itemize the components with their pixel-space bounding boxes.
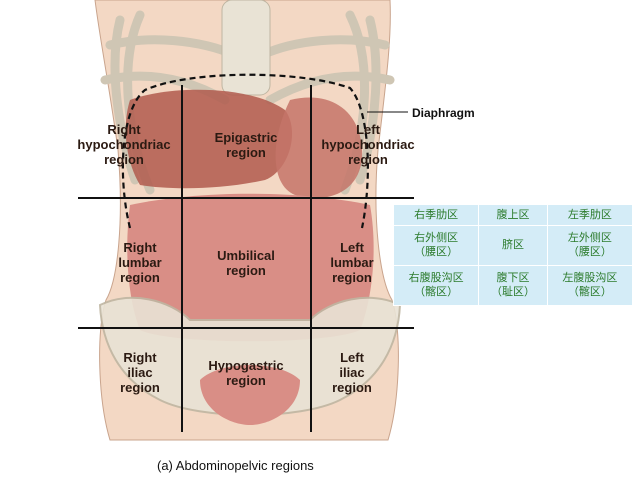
table-cell: 脐区 [478, 224, 548, 266]
table-row: 右腹股沟区 （髂区） 腹下区 （耻区） 左腹股沟区 （髂区） [392, 264, 634, 307]
bladder [200, 365, 300, 425]
figure-caption: (a) Abdominopelvic regions [157, 458, 314, 473]
table-row: 右外侧区 （腰区） 脐区 左外侧区 （腰区） [392, 224, 634, 266]
table-cell: 左腹股沟区 （髂区） [546, 264, 634, 307]
sternum [221, 0, 271, 96]
table-cell: 右腹股沟区 （髂区） [392, 264, 480, 307]
liver [125, 89, 293, 189]
table-row: 右季肋区 腹上区 左季肋区 [392, 204, 634, 226]
region-left-hypochondriac: Left hypochondriac region [321, 122, 415, 167]
region-left-lumbar: Left lumbar region [330, 240, 374, 285]
region-left-iliac: Left iliac region [332, 350, 372, 395]
region-hypogastric: Hypogastric region [208, 358, 284, 388]
intestines [127, 193, 374, 342]
diaphragm-line [121, 73, 369, 229]
table-cell: 左季肋区 [546, 204, 634, 226]
table-cell: 右外侧区 （腰区） [392, 224, 480, 266]
region-right-lumbar: Right lumbar region [118, 240, 162, 285]
stomach [275, 97, 363, 198]
diaphragm-label: Diaphragm [412, 106, 475, 120]
table-cell: 左外侧区 （腰区） [546, 224, 634, 266]
region-umbilical: Umbilical region [217, 248, 275, 278]
region-right-iliac: Right iliac region [120, 350, 160, 395]
table-cell: 腹上区 [478, 204, 548, 226]
region-epigastric: Epigastric region [214, 130, 278, 160]
chinese-region-table: 右季肋区 腹上区 左季肋区 右外侧区 （腰区） 脐区 左外侧区 （腰区） 右腹股… [392, 204, 634, 307]
table-cell: 右季肋区 [392, 204, 480, 226]
region-right-hypochondriac: Right hypochondriac region [77, 122, 171, 167]
table-cell: 腹下区 （耻区） [478, 264, 548, 307]
